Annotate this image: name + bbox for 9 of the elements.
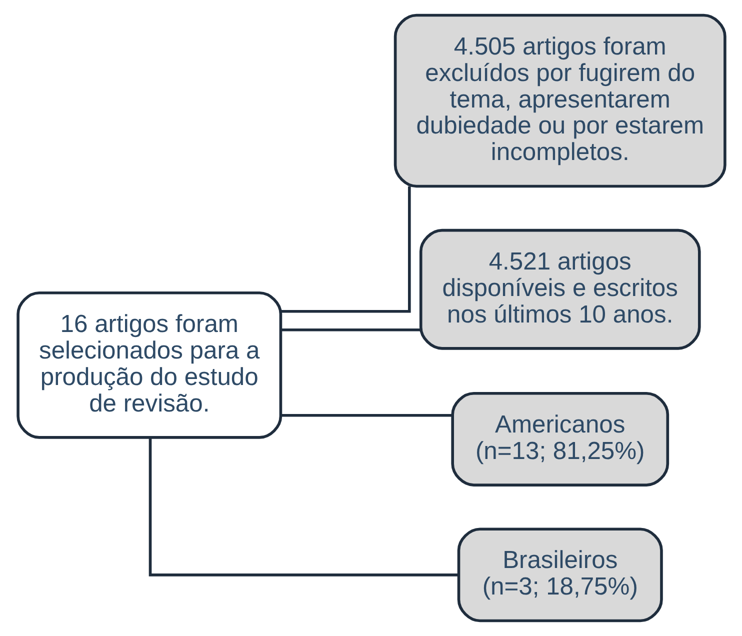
node-box: 4.521 artigos disponíveis e escritos nos últimos 10 anos.	[418, 228, 700, 350]
node-box: 16 artigos foram selecionados para a produção do estudo de revisão.	[16, 291, 282, 439]
node-box: 4.505 artigos foram excluídos por fugirem do tema, apresentarem dubiedade ou por estarem incompletos.	[393, 14, 726, 188]
connector	[280, 186, 410, 313]
connector	[280, 328, 420, 332]
node-box: Americanos (n=13; 81,25%)	[450, 392, 669, 486]
node-box: Brasileiros (n=3; 18,75%)	[456, 528, 662, 622]
connector	[280, 414, 452, 417]
connector	[148, 438, 458, 576]
